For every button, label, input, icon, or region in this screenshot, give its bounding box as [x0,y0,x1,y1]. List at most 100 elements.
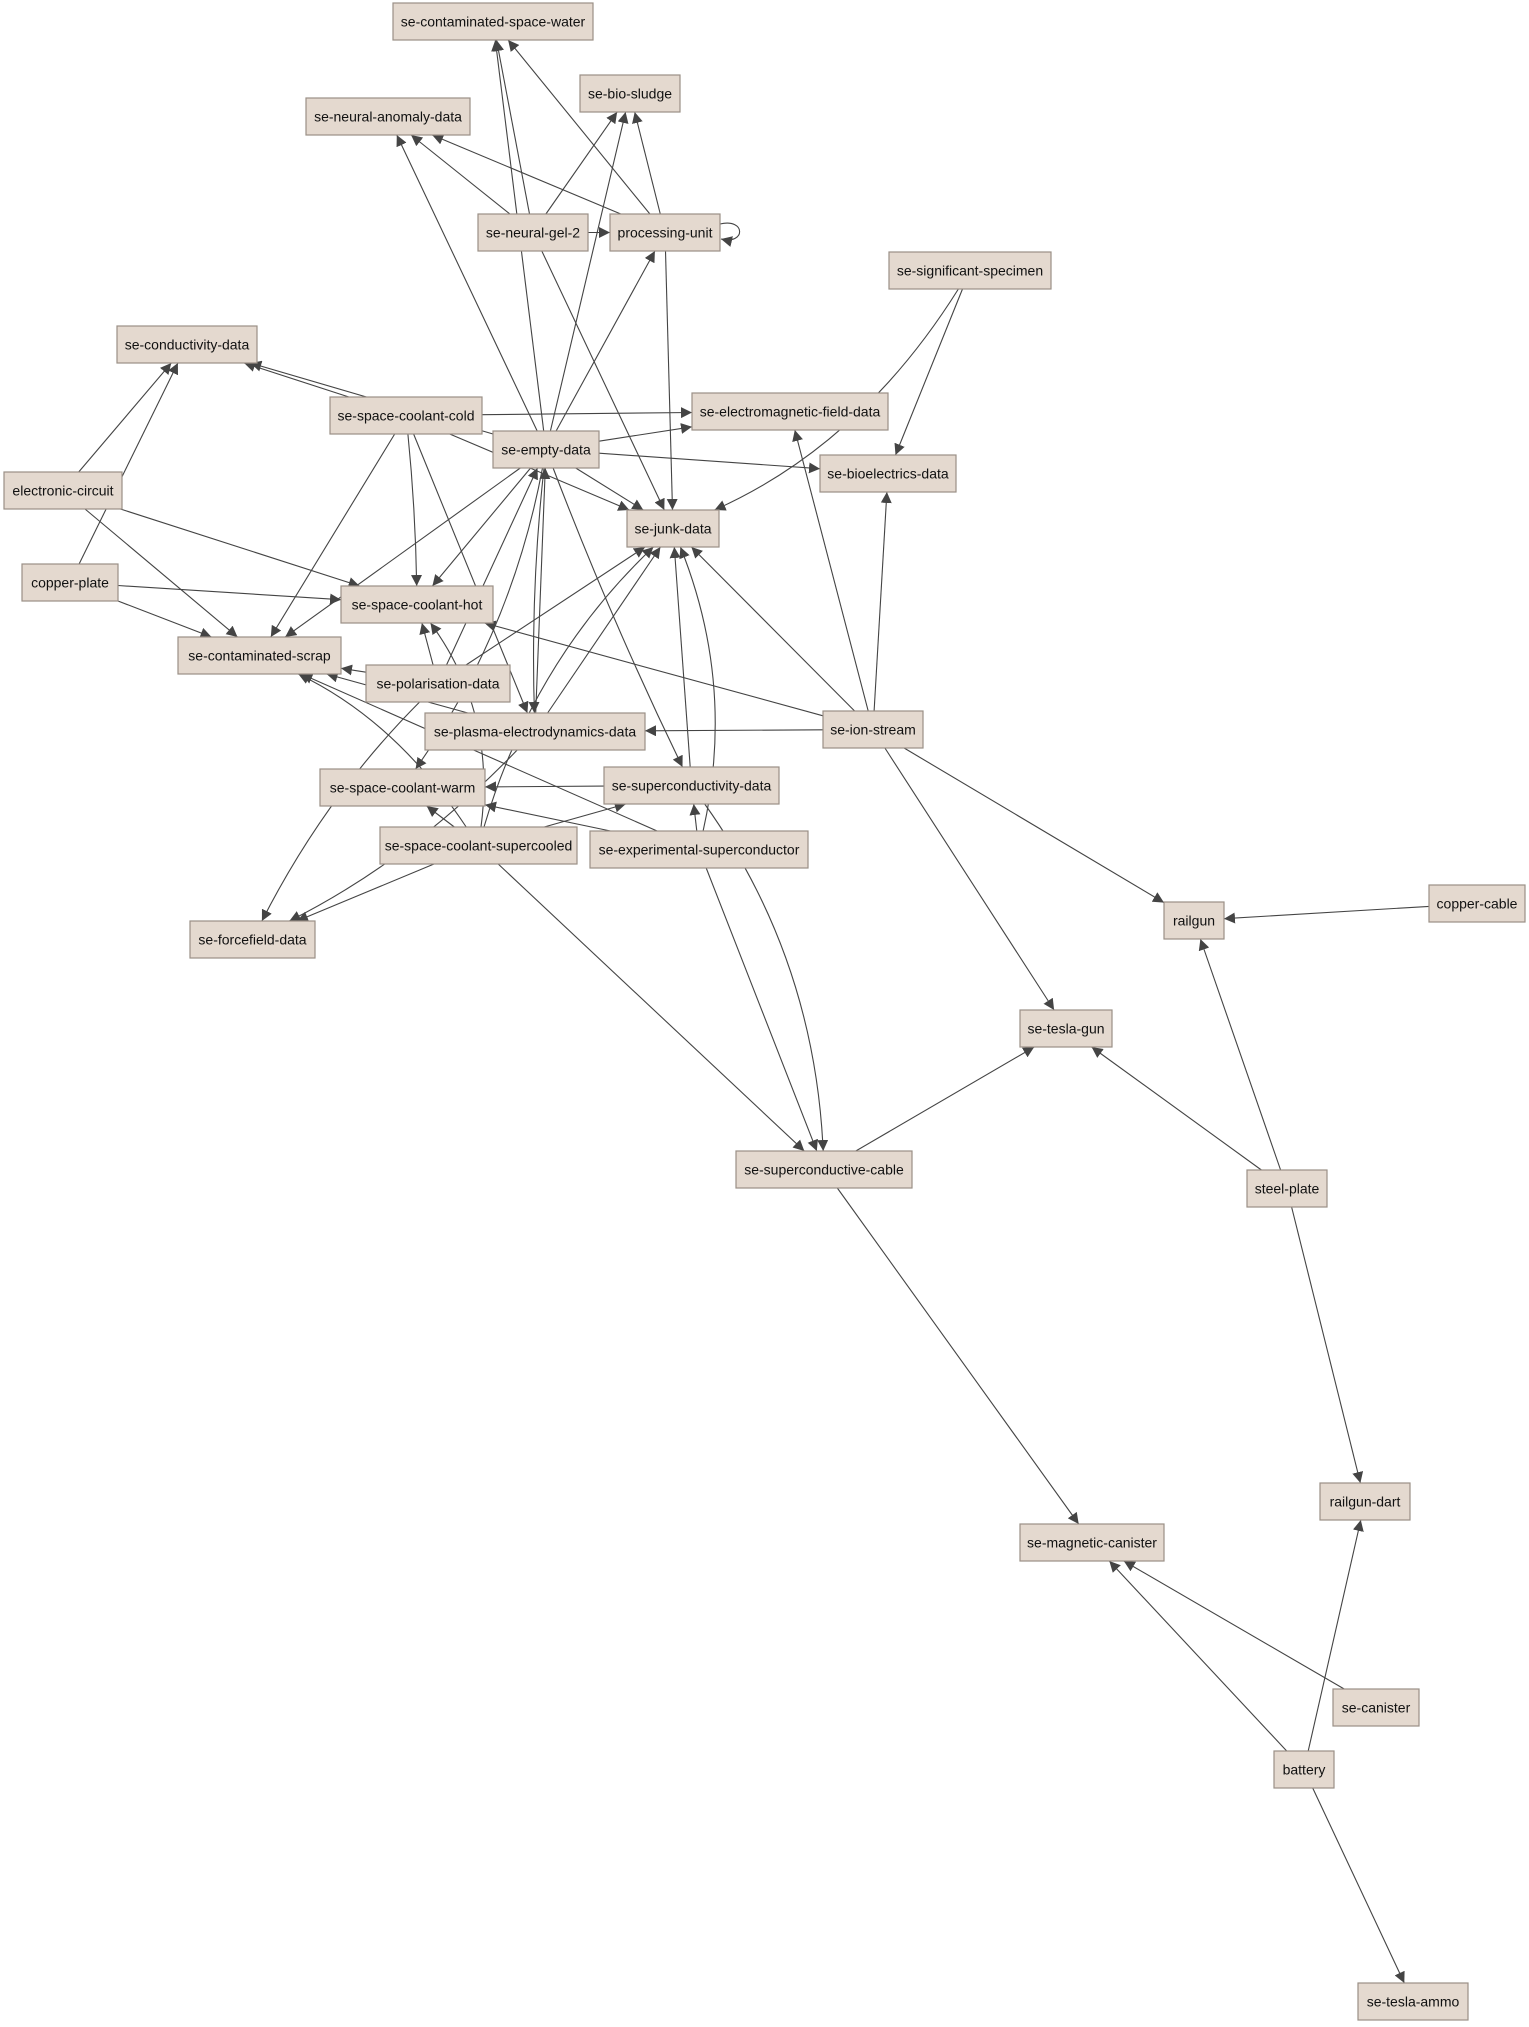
node-magnetic-canister: se-magnetic-canister [1019,1523,1165,1562]
edge-polarisation-data-to-empty-data [446,467,538,666]
edge-experimental-superconductor-to-superconductive-cable [705,867,818,1152]
edge-processing-unit-to-contaminated-space-water [507,39,651,215]
edge-empty-data-to-electromagnetic-field-data [598,423,693,442]
edge-electronic-circuit-to-contaminated-scrap [84,508,238,638]
node-label: railgun-dart [1330,1494,1401,1510]
edge-space-coolant-supercooled-to-superconductivity-data [544,801,626,828]
edge-experimental-superconductor-to-space-coolant-warm [484,801,611,832]
node-box [340,585,494,624]
node-conductivity-data: se-conductivity-data [116,325,258,364]
edge-space-coolant-cold-to-contaminated-scrap [270,433,396,638]
edge-electronic-circuit-to-space-coolant-hot [120,508,360,588]
node-label: se-forcefield-data [198,932,306,948]
edge-plasma-electrodynamics-data-to-empty-data [535,467,551,714]
node-experimental-superconductor: se-experimental-superconductor [589,830,809,869]
node-junk-data: se-junk-data [626,509,720,548]
edge-neural-gel-2-to-neural-anomaly-data [410,134,511,215]
node-label: se-contaminated-space-water [401,14,586,30]
edge-empty-data-to-contaminated-scrap [284,467,521,638]
node-box [305,97,471,136]
node-label: se-electromagnetic-field-data [700,404,881,420]
edge-battery-to-railgun-dart [1307,1519,1364,1752]
edge-ion-stream-to-space-coolant-hot [484,620,824,717]
node-box [589,830,809,869]
node-box [177,636,342,675]
node-label: se-space-coolant-cold [338,408,475,424]
edge-polarisation-data-to-space-coolant-hot [419,622,434,666]
edge-space-coolant-supercooled-to-superconductive-cable [497,863,805,1152]
edge-ion-stream-to-railgun [903,747,1165,904]
node-box [1019,1523,1165,1562]
edge-empty-data-to-bio-sludge [549,111,629,432]
edge-polarisation-data-to-contaminated-scrap [340,664,367,676]
node-label: battery [1283,1762,1326,1778]
node-box [477,213,589,252]
node-space-coolant-supercooled: se-space-coolant-supercooled [379,826,578,865]
edge-superconductivity-data-to-junk-data [669,546,691,768]
node-bio-sludge: se-bio-sludge [579,74,681,113]
node-box [822,710,924,749]
edge-neural-gel-2-to-junk-data [541,250,665,511]
edge-empty-data-to-space-coolant-hot [431,467,532,587]
edge-plasma-electrodynamics-data-to-junk-data [547,546,661,714]
node-box [819,454,957,493]
node-space-coolant-cold: se-space-coolant-cold [329,396,483,435]
node-box [492,430,600,469]
node-label: se-ion-stream [830,722,916,738]
edge-processing-unit-to-neural-anomaly-data [431,134,622,215]
node-label: se-significant-specimen [897,263,1043,279]
node-significant-specimen: se-significant-specimen [888,251,1052,290]
node-railgun: railgun [1163,901,1225,940]
node-box [1019,1009,1113,1048]
node-label: se-space-coolant-supercooled [385,838,573,854]
edge-battery-to-magnetic-canister [1108,1560,1288,1752]
node-box [691,392,889,431]
edge-processing-unit-to-processing-unit [719,222,740,247]
node-label: electronic-circuit [12,483,113,499]
node-label: copper-plate [31,575,109,591]
node-label: se-tesla-gun [1027,1021,1104,1037]
node-empty-data: se-empty-data [492,430,600,469]
node-label: se-junk-data [634,521,711,537]
node-box [1246,1169,1328,1208]
edge-experimental-superconductor-to-superconductivity-data [689,803,701,832]
node-box [609,213,721,252]
node-copper-plate: copper-plate [21,563,119,602]
node-label: se-magnetic-canister [1027,1535,1157,1551]
edge-space-coolant-supercooled-to-space-coolant-warm [426,805,455,828]
edge-processing-unit-to-junk-data [664,250,678,511]
node-box [21,563,119,602]
nodes: se-contaminated-space-water se-bio-sludge… [3,2,1526,2021]
node-neural-gel-2: se-neural-gel-2 [477,213,589,252]
edge-empty-data-to-processing-unit [555,250,656,432]
node-box [1357,1982,1469,2021]
edge-neural-gel-2-to-bio-sludge [545,111,618,215]
node-box [379,826,578,865]
edge-ion-stream-to-electromagnetic-field-data [792,429,869,712]
edge-ion-stream-to-bioelectrics-data [873,491,892,712]
node-space-coolant-hot: se-space-coolant-hot [340,585,494,624]
edge-empty-data-to-plasma-electrodynamics-data [528,467,545,714]
node-electromagnetic-field-data: se-electromagnetic-field-data [691,392,889,431]
node-box [1163,901,1225,940]
edge-polarisation-data-to-forcefield-data [261,701,420,922]
edges [78,39,1430,1984]
edge-empty-data-to-bioelectrics-data [598,452,821,474]
node-label: se-space-coolant-warm [330,780,476,796]
node-bioelectrics-data: se-bioelectrics-data [819,454,957,493]
node-tesla-gun: se-tesla-gun [1019,1009,1113,1048]
edge-space-coolant-supercooled-to-junk-data [483,546,654,828]
node-label: se-neural-gel-2 [486,225,580,241]
node-contaminated-space-water: se-contaminated-space-water [392,2,594,41]
node-contaminated-scrap: se-contaminated-scrap [177,636,342,675]
node-box [579,74,681,113]
node-label: se-superconductivity-data [612,778,772,794]
edge-copper-cable-to-railgun [1223,905,1430,924]
edge-superconductive-cable-to-tesla-gun [855,1046,1035,1152]
node-steel-plate: steel-plate [1246,1169,1328,1208]
edge-ion-stream-to-plasma-electrodynamics-data [644,725,824,737]
edge-copper-plate-to-contaminated-scrap [117,600,212,639]
node-box [189,920,316,959]
node-label: steel-plate [1255,1181,1320,1197]
edge-electronic-circuit-to-conductivity-data [78,362,172,473]
